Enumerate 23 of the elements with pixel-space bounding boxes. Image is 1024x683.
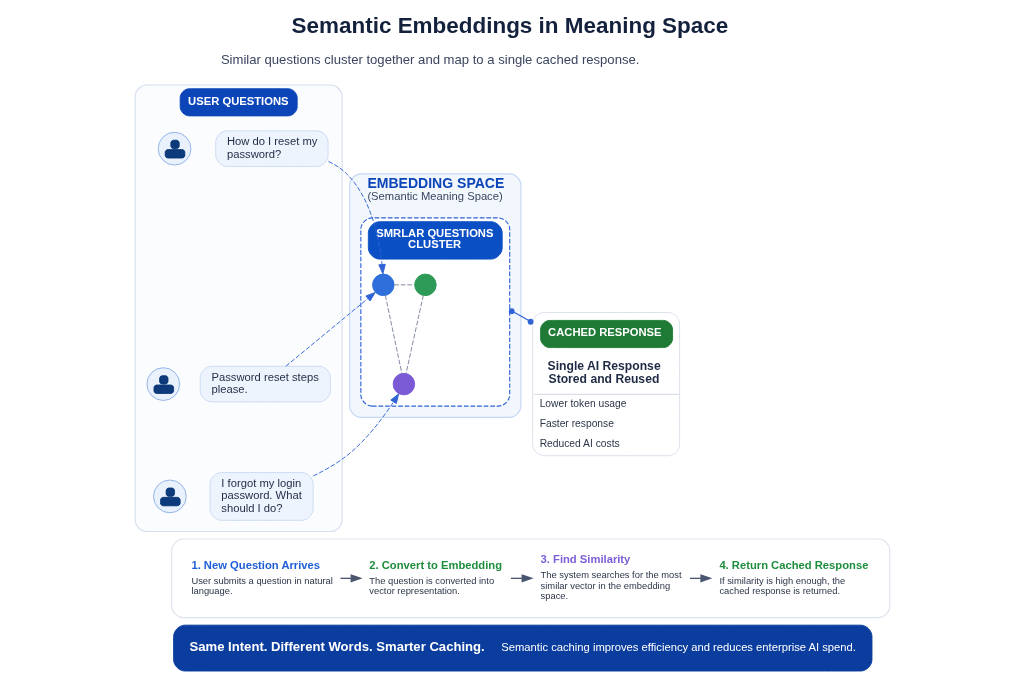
arrow	[327, 160, 386, 275]
connector	[508, 308, 533, 325]
connector	[393, 284, 415, 286]
diagram-title: Semantic Embeddings in Meaning Space	[291, 12, 728, 38]
node-text: 4. Return Cached Response If similarity is high enough, the cached response is returned.	[718, 558, 868, 597]
arrow	[312, 393, 399, 477]
node-text: 2. Convert to Embedding The question is converted into vector representation.	[368, 558, 502, 597]
node-circle	[371, 273, 395, 297]
connector	[384, 295, 402, 374]
node-person	[152, 479, 187, 514]
node-person	[157, 131, 191, 166]
cluster	[170, 538, 890, 619]
node-box: Password reset steps please.	[199, 365, 331, 403]
node-text: 3. Find Similarity The system searches for the most similar vector in the embedding space.	[540, 552, 682, 601]
node-circle	[413, 273, 437, 297]
arrow	[284, 292, 376, 367]
node-text: 1. New Question Arrives User submits a question in natural language.	[190, 558, 333, 597]
connector	[405, 295, 424, 374]
node-circle	[392, 372, 415, 396]
node-box: I forgot my login password. What should I do?	[209, 472, 314, 521]
node-box: How do I reset my password?	[214, 130, 329, 167]
label: Similar questions cluster together and map to a single cached response.	[220, 52, 639, 68]
node-person	[145, 367, 180, 401]
